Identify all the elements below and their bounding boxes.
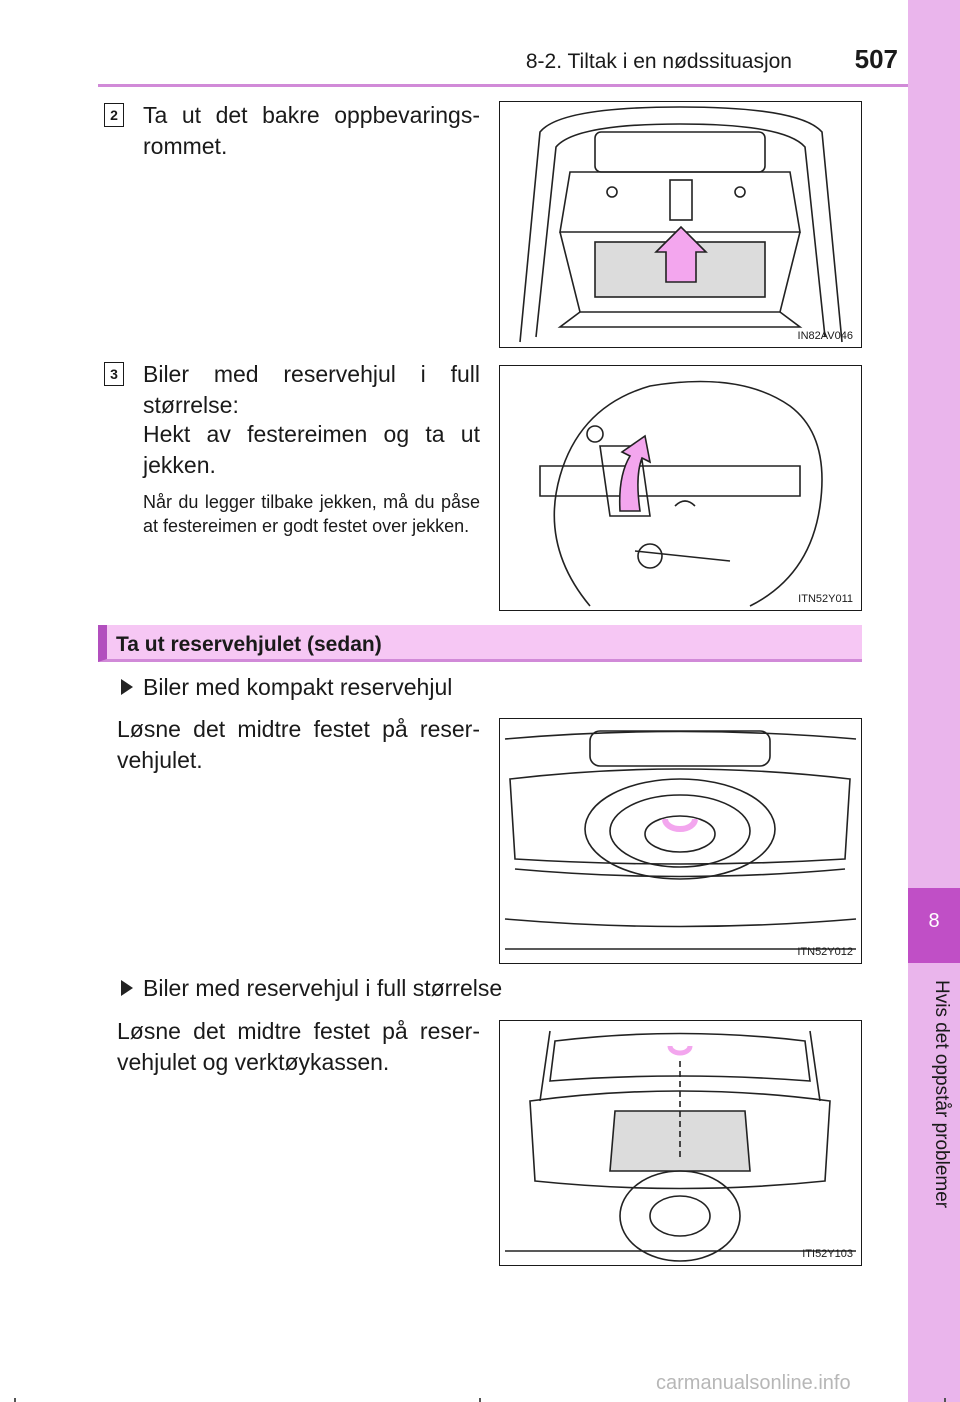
figure-code-2: ITN52Y011 bbox=[798, 593, 853, 605]
watermark: carmanualsonline.info bbox=[656, 1372, 851, 1394]
step-badge-3: 3 bbox=[104, 362, 124, 386]
figure-code-1: IN82AV046 bbox=[797, 330, 853, 342]
jack-illustration bbox=[539, 380, 823, 607]
bullet-1-heading: Biler med kompakt reservehjul bbox=[143, 674, 453, 700]
figure-fullsize-spare: ITI52Y103 bbox=[499, 1020, 862, 1266]
figure-compact-spare: ITN52Y012 bbox=[499, 718, 862, 964]
rear-storage-illustration bbox=[519, 106, 843, 343]
bullet-1-text: Løsne det midtre festet på reser-vehjule… bbox=[117, 716, 480, 773]
section-header-bar bbox=[98, 625, 862, 662]
bullet-2-text: Løsne det midtre festet på reser-vehjule… bbox=[117, 1018, 480, 1075]
crop-mark bbox=[14, 1398, 16, 1402]
header-divider bbox=[98, 84, 908, 87]
section-title: Ta ut reservehjulet (sedan) bbox=[116, 633, 382, 656]
step-3-note: Når du legger tilbake jekken, må du påse… bbox=[143, 492, 480, 536]
figure-jack-removal: ITN52Y011 bbox=[499, 365, 862, 611]
fullsize-spare-illustration bbox=[505, 1030, 856, 1262]
step-3-text-line2: Hekt av festereimen og ta ut jekken. bbox=[143, 421, 480, 478]
crop-mark bbox=[479, 1398, 481, 1402]
chapter-number: 8 bbox=[928, 910, 940, 932]
chapter-number-box bbox=[908, 888, 960, 963]
figure-code-4: ITI52Y103 bbox=[802, 1248, 853, 1260]
compact-spare-illustration bbox=[504, 730, 857, 950]
crop-mark bbox=[944, 1398, 946, 1402]
chapter-tab-strip bbox=[908, 0, 960, 1402]
bullet-arrow-1 bbox=[121, 679, 133, 695]
header-section-title: 8-2. Tiltak i en nødssituasjon bbox=[525, 50, 792, 73]
step-badge-2: 2 bbox=[104, 103, 124, 127]
chapter-label: Hvis det oppstår problemer bbox=[931, 980, 952, 1209]
bullet-2-heading: Biler med reservehjul i full størrelse bbox=[143, 975, 503, 1001]
step-2-text: Ta ut det bakre oppbevarings-rommet. bbox=[143, 102, 480, 159]
figure-code-3: ITN52Y012 bbox=[797, 946, 853, 958]
figure-rear-storage: IN82AV046 bbox=[499, 101, 862, 348]
step-3-text-line1: Biler med reservehjul i full størrelse: bbox=[143, 361, 480, 418]
page-number: 507 bbox=[854, 44, 898, 74]
bullet-arrow-2 bbox=[121, 980, 133, 996]
